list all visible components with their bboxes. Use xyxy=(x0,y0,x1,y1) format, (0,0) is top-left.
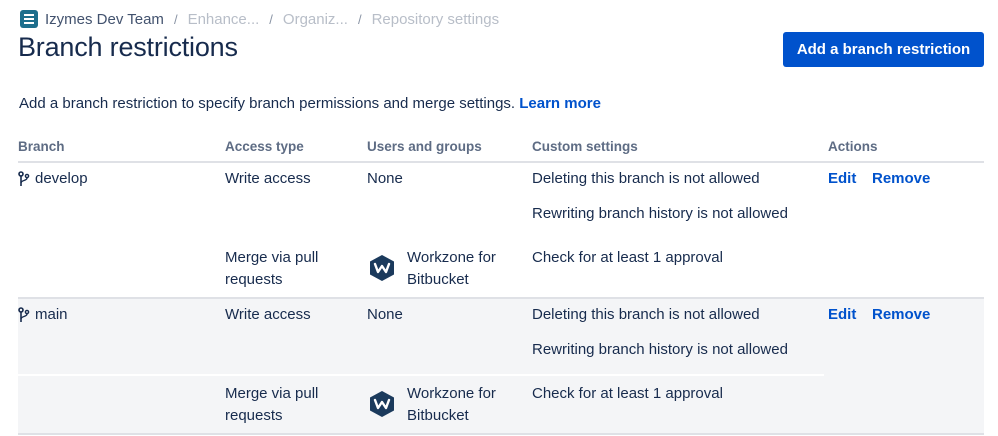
branch-icon xyxy=(18,171,30,186)
header-access-type: Access type xyxy=(225,139,304,154)
workzone-logo-icon xyxy=(370,255,394,281)
breadcrumb-repository[interactable]: Organiz... xyxy=(282,10,348,28)
app-name-line2: Bitbucket xyxy=(407,407,469,424)
app-name-line1: Workzone for xyxy=(407,385,496,402)
merge-label-line1: Merge via pull xyxy=(225,249,319,266)
breadcrumb-project[interactable]: Enhance... xyxy=(187,10,260,28)
row-divider xyxy=(18,374,824,376)
merge-users-cell: Workzone for Bitbucket xyxy=(369,383,496,427)
header-users-groups: Users and groups xyxy=(367,139,482,154)
breadcrumb: Izymes Dev Team / Enhance... / Organiz..… xyxy=(20,8,499,30)
remove-link[interactable]: Remove xyxy=(872,170,931,187)
breadcrumb-separator: / xyxy=(173,11,178,27)
header-custom-settings: Custom settings xyxy=(532,139,638,154)
table-row: main Write access None Deleting this bra… xyxy=(18,299,984,435)
merge-users-cell: Workzone for Bitbucket xyxy=(369,247,496,291)
merge-label-line2: requests xyxy=(225,407,283,424)
table-header: Branch Access type Users and groups Cust… xyxy=(18,137,984,163)
breadcrumb-settings[interactable]: Repository settings xyxy=(371,10,500,28)
setting-rewrite: Rewriting branch history is not allowed xyxy=(532,341,788,358)
description-text: Add a branch restriction to specify bran… xyxy=(19,95,516,112)
merge-label-line2: requests xyxy=(225,271,283,288)
users-groups-none: None xyxy=(367,170,403,187)
app-name-line1: Workzone for xyxy=(407,249,496,266)
team-logo-icon xyxy=(20,10,38,28)
setting-rewrite: Rewriting branch history is not allowed xyxy=(532,205,788,222)
merge-setting: Check for at least 1 approval xyxy=(532,249,723,266)
edit-link[interactable]: Edit xyxy=(828,306,857,323)
branch-cell: main xyxy=(18,304,68,326)
app-name-line2: Bitbucket xyxy=(407,271,469,288)
app-name: Workzone for Bitbucket xyxy=(407,383,496,427)
learn-more-link[interactable]: Learn more xyxy=(519,95,601,112)
branch-name: develop xyxy=(35,170,88,187)
merge-setting: Check for at least 1 approval xyxy=(532,385,723,402)
setting-delete: Deleting this branch is not allowed xyxy=(532,170,760,187)
remove-link[interactable]: Remove xyxy=(872,306,931,323)
branch-cell: develop xyxy=(18,168,88,190)
access-type-write: Write access xyxy=(225,170,311,187)
workzone-logo-icon xyxy=(370,391,394,417)
breadcrumb-team[interactable]: Izymes Dev Team xyxy=(45,10,164,28)
setting-delete: Deleting this branch is not allowed xyxy=(532,306,760,323)
table-row: develop Write access None Deleting this … xyxy=(18,163,984,299)
merge-label-line1: Merge via pull xyxy=(225,385,319,402)
page-description: Add a branch restriction to specify bran… xyxy=(19,95,601,112)
page-title: Branch restrictions xyxy=(18,32,238,62)
edit-link[interactable]: Edit xyxy=(828,170,857,187)
access-type-write: Write access xyxy=(225,306,311,323)
access-type-merge: Merge via pull requests xyxy=(225,247,318,291)
header-actions: Actions xyxy=(828,139,878,154)
breadcrumb-separator: / xyxy=(269,11,273,27)
users-groups-none: None xyxy=(367,306,403,323)
add-branch-restriction-button[interactable]: Add a branch restriction xyxy=(783,32,984,67)
branch-restrictions-table: Branch Access type Users and groups Cust… xyxy=(18,137,984,435)
access-type-merge: Merge via pull requests xyxy=(225,383,318,427)
branch-name: main xyxy=(35,306,68,323)
app-name: Workzone for Bitbucket xyxy=(407,247,496,291)
breadcrumb-separator: / xyxy=(357,11,362,27)
header-branch: Branch xyxy=(18,139,65,154)
branch-icon xyxy=(18,307,30,322)
